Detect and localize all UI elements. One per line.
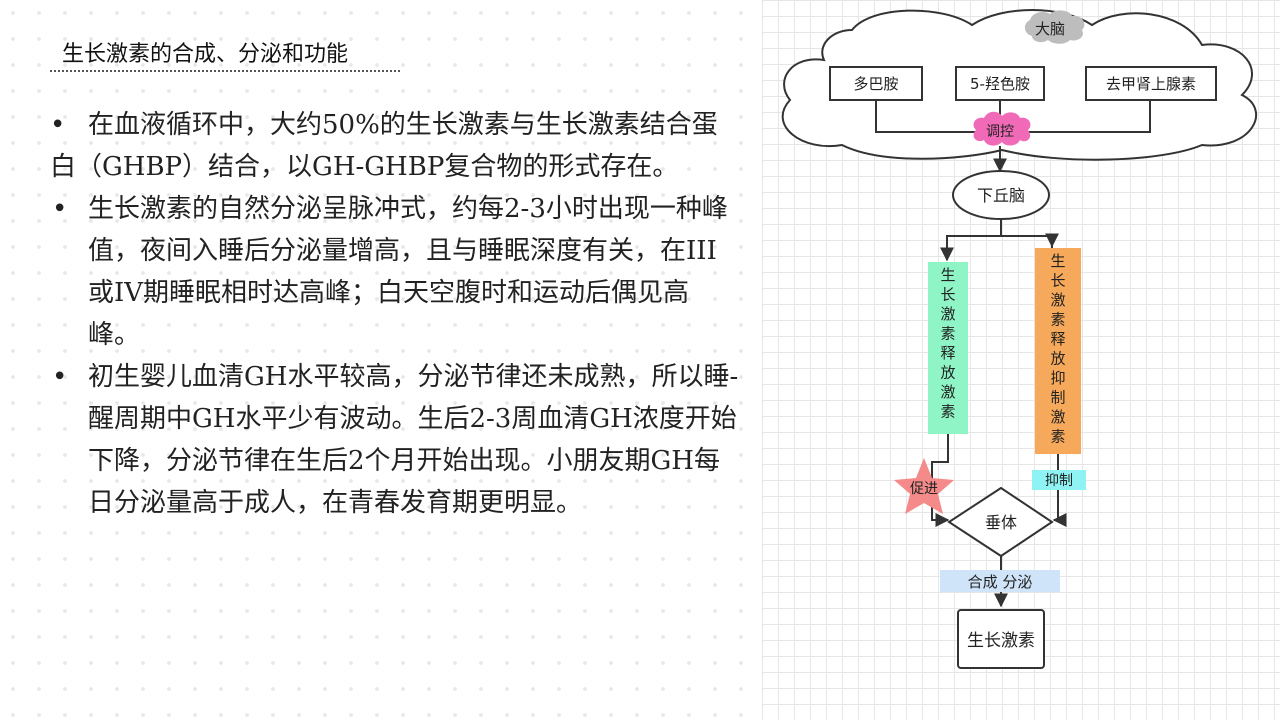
bullet-dot: •	[50, 110, 66, 140]
bullet-text: 初生婴儿血清GH水平较高，分泌节律还未成熟，所以睡-醒周期中GH水平少有波动。生…	[88, 362, 739, 518]
flowchart-panel: 大脑 多巴胺 5-羟色胺 去甲肾上腺素 调控 下丘脑 生长激素释放激素 生长激素…	[762, 0, 1280, 720]
bullet-text: 在血液循环中，大约50%的生长激素与生长激素结合蛋白（GHBP）结合，以GH-G…	[50, 110, 718, 182]
bullet-text: 生长激素的自然分泌呈脉冲式，约每2-3小时出现一种峰值，夜间入睡后分泌量增高，且…	[88, 194, 728, 350]
serotonin-label: 5-羟色胺	[970, 75, 1030, 93]
bullet-item: • 生长激素的自然分泌呈脉冲式，约每2-3小时出现一种峰值，夜间入睡后分泌量增高，…	[50, 188, 740, 356]
ghih-box	[1035, 248, 1081, 454]
synth-tag	[940, 570, 1060, 592]
promote-label: 促进	[910, 481, 938, 497]
hypothalamus-label: 下丘脑	[977, 186, 1025, 205]
bullet-dot: •	[52, 362, 68, 392]
bullet-dot: •	[52, 194, 68, 224]
ghrh-box	[928, 262, 968, 434]
brain-tag-cloud	[1024, 10, 1085, 44]
regulate-blob	[973, 111, 1031, 146]
synth-label: 合成 分泌	[968, 573, 1033, 591]
brain-label: 大脑	[1035, 20, 1065, 38]
promote-star	[894, 458, 954, 514]
promote-connector	[931, 434, 950, 527]
slide-title-bar: 生长激素的合成、分泌和功能	[50, 34, 400, 72]
dopamine-label: 多巴胺	[853, 75, 898, 93]
bullet-item: •在血液循环中，大约50%的生长激素与生长激素结合蛋白（GHBP）结合，以GH-…	[50, 104, 740, 188]
flowchart: 大脑 多巴胺 5-羟色胺 去甲肾上腺素 调控 下丘脑 生长激素释放激素 生长激素…	[781, 9, 1258, 669]
gh-box	[957, 609, 1045, 669]
bullet-item: • 初生婴儿血清GH水平较高，分泌节律还未成熟，所以睡-醒周期中GH水平少有波动。…	[50, 356, 740, 524]
inhibit-label: 抑制	[1045, 473, 1073, 489]
regulate-label: 调控	[986, 124, 1014, 140]
ghih-label: 生长激素释放抑制激素	[1050, 252, 1065, 446]
pituitary-label: 垂体	[985, 513, 1017, 532]
norepinephrine-label: 去甲肾上腺素	[1106, 75, 1196, 93]
gh-label: 生长激素	[967, 631, 1035, 651]
norepinephrine-box	[1085, 66, 1217, 101]
slide-title: 生长激素的合成、分泌和功能	[62, 42, 349, 67]
bullet-list: •在血液循环中，大约50%的生长激素与生长激素结合蛋白（GHBP）结合，以GH-…	[50, 104, 740, 524]
ghrh-label: 生长激素释放激素	[940, 266, 955, 421]
inhibit-tag	[1032, 470, 1086, 490]
